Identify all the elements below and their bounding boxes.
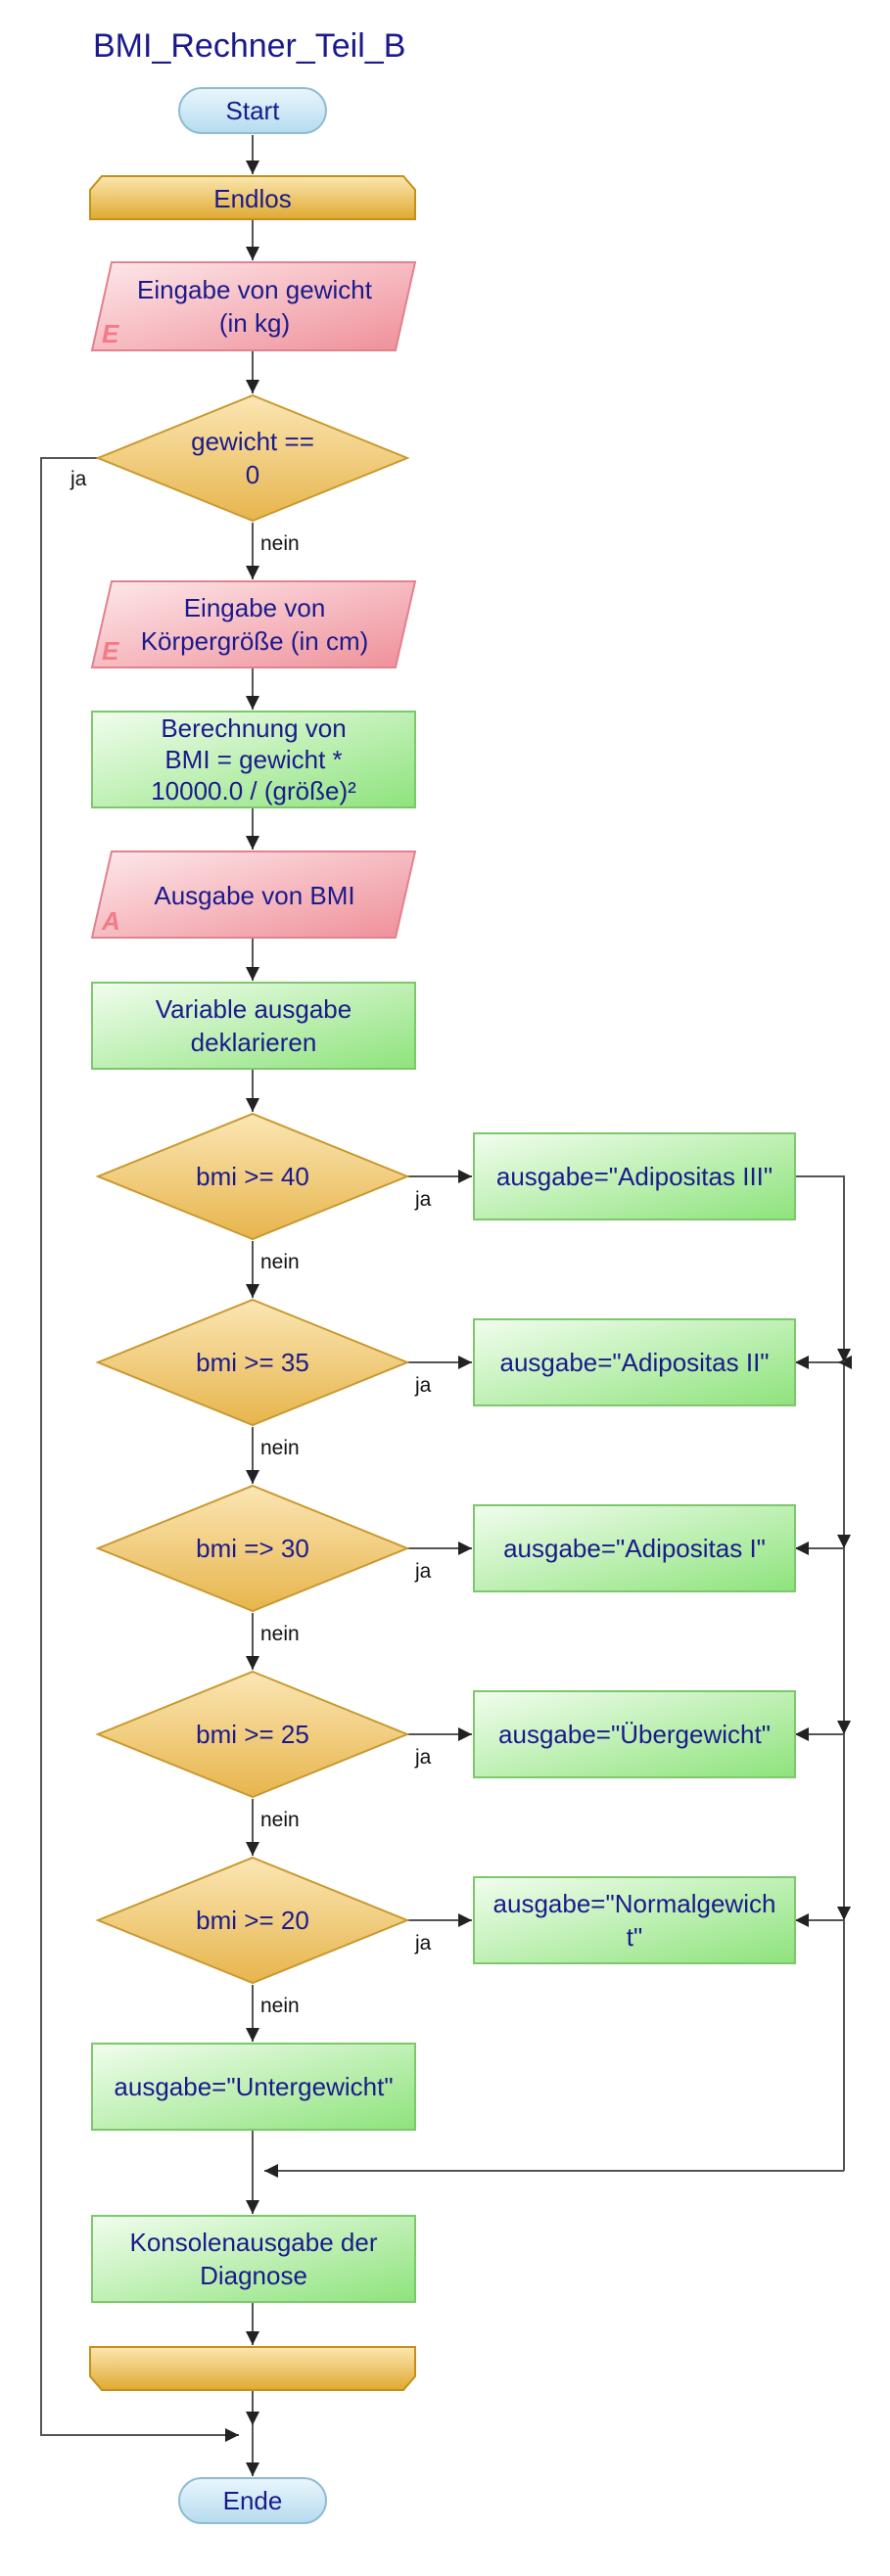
decision-4-yes-label: ja — [414, 1746, 432, 1769]
decision-2-yes-label: ja — [414, 1374, 432, 1397]
decision-2-condition: bmi >= 35 — [196, 1348, 309, 1377]
decision-weight-zero: gewicht == 0 — [95, 393, 410, 523]
decision-bmi-30: bmi => 30 — [95, 1484, 410, 1613]
calc-bmi-line1: Berechnung von — [161, 713, 346, 743]
input-weight-line2: (in kg) — [219, 308, 290, 338]
input-height: Eingabe von Körpergröße (in cm) E — [90, 580, 417, 668]
declare-line2: deklarieren — [191, 1028, 317, 1057]
arrow-exit-loop — [40, 457, 239, 2442]
input-marker: E — [102, 636, 119, 666]
decision-weight-no-label: nein — [260, 532, 300, 555]
decision-5-yes-label: ja — [414, 1932, 432, 1955]
input-weight-line1: Eingabe von gewicht — [137, 275, 373, 304]
input-height-line1: Eingabe von — [184, 593, 326, 622]
start-terminal: Start — [178, 87, 327, 134]
assign-1-text: ausgabe="Adipositas III" — [496, 1162, 773, 1191]
merge-bus — [795, 1175, 845, 2171]
diagram-title: BMI_Rechner_Teil_B — [93, 27, 405, 65]
decision-weight-line1: gewicht == — [191, 427, 314, 456]
input-height-line2: Körpergröße (in cm) — [141, 626, 369, 656]
decision-weight-line2: 0 — [246, 460, 259, 489]
assign-normalgewicht: ausgabe="Normalgewich t" — [473, 1876, 796, 1964]
connectors — [40, 135, 852, 2476]
default-assignment-text: ausgabe="Untergewicht" — [114, 2072, 393, 2101]
calc-bmi-line3: 10000.0 / (größe)² — [151, 776, 356, 805]
decision-3-yes-label: ja — [414, 1560, 432, 1583]
decision-bmi-40: bmi >= 40 — [95, 1112, 410, 1241]
console-line2: Diagnose — [200, 2261, 307, 2290]
decision-3-condition: bmi => 30 — [196, 1534, 309, 1563]
assign-adipositas-1: ausgabe="Adipositas I" — [473, 1504, 796, 1592]
assign-5-line2: t" — [627, 1922, 642, 1952]
declare-line1: Variable ausgabe — [156, 994, 351, 1024]
calc-bmi-line2: BMI = gewicht * — [164, 745, 342, 774]
output-bmi: Ausgabe von BMI A — [90, 851, 417, 939]
input-weight: Eingabe von gewicht (in kg) E — [90, 261, 417, 351]
output-bmi-label: Ausgabe von BMI — [154, 881, 354, 910]
decision-1-yes-label: ja — [414, 1188, 432, 1211]
decision-3-no-label: nein — [260, 1623, 300, 1645]
start-label: Start — [226, 96, 281, 125]
process-console-output: Konsolenausgabe der Diagnose — [91, 2215, 416, 2303]
assign-adipositas-3: ausgabe="Adipositas III" — [473, 1132, 796, 1220]
decision-1-condition: bmi >= 40 — [196, 1162, 309, 1191]
decision-bmi-35: bmi >= 35 — [95, 1298, 410, 1427]
loop-start: Endlos — [89, 175, 416, 220]
loop-end — [89, 2346, 416, 2391]
loop-label: Endlos — [213, 184, 292, 213]
decision-5-no-label: nein — [260, 1995, 300, 2017]
process-calc-bmi: Berechnung von BMI = gewicht * 10000.0 /… — [91, 711, 416, 808]
decision-4-condition: bmi >= 25 — [196, 1720, 309, 1749]
decision-bmi-25: bmi >= 25 — [95, 1670, 410, 1799]
input-marker: E — [102, 319, 119, 348]
console-line1: Konsolenausgabe der — [130, 2228, 378, 2257]
decision-bmi-20: bmi >= 20 — [95, 1856, 410, 1985]
decision-weight-yes-label: ja — [70, 468, 87, 490]
process-declare-variable: Variable ausgabe deklarieren — [91, 982, 416, 1070]
decision-4-no-label: nein — [260, 1809, 300, 1831]
output-marker: A — [101, 906, 120, 936]
assign-uebergewicht: ausgabe="Übergewicht" — [473, 1690, 796, 1778]
end-label: Ende — [223, 2486, 283, 2515]
assign-2-text: ausgabe="Adipositas II" — [499, 1348, 769, 1377]
end-terminal: Ende — [178, 2477, 327, 2524]
assign-adipositas-2: ausgabe="Adipositas II" — [473, 1318, 796, 1406]
decision-5-condition: bmi >= 20 — [196, 1906, 309, 1935]
assign-5-line1: ausgabe="Normalgewich — [493, 1889, 776, 1918]
decision-1-no-label: nein — [260, 1251, 300, 1273]
assign-3-text: ausgabe="Adipositas I" — [503, 1534, 766, 1563]
assign-untergewicht: ausgabe="Untergewicht" — [91, 2043, 416, 2131]
decision-2-no-label: nein — [260, 1437, 300, 1459]
assign-4-text: ausgabe="Übergewicht" — [498, 1720, 771, 1749]
